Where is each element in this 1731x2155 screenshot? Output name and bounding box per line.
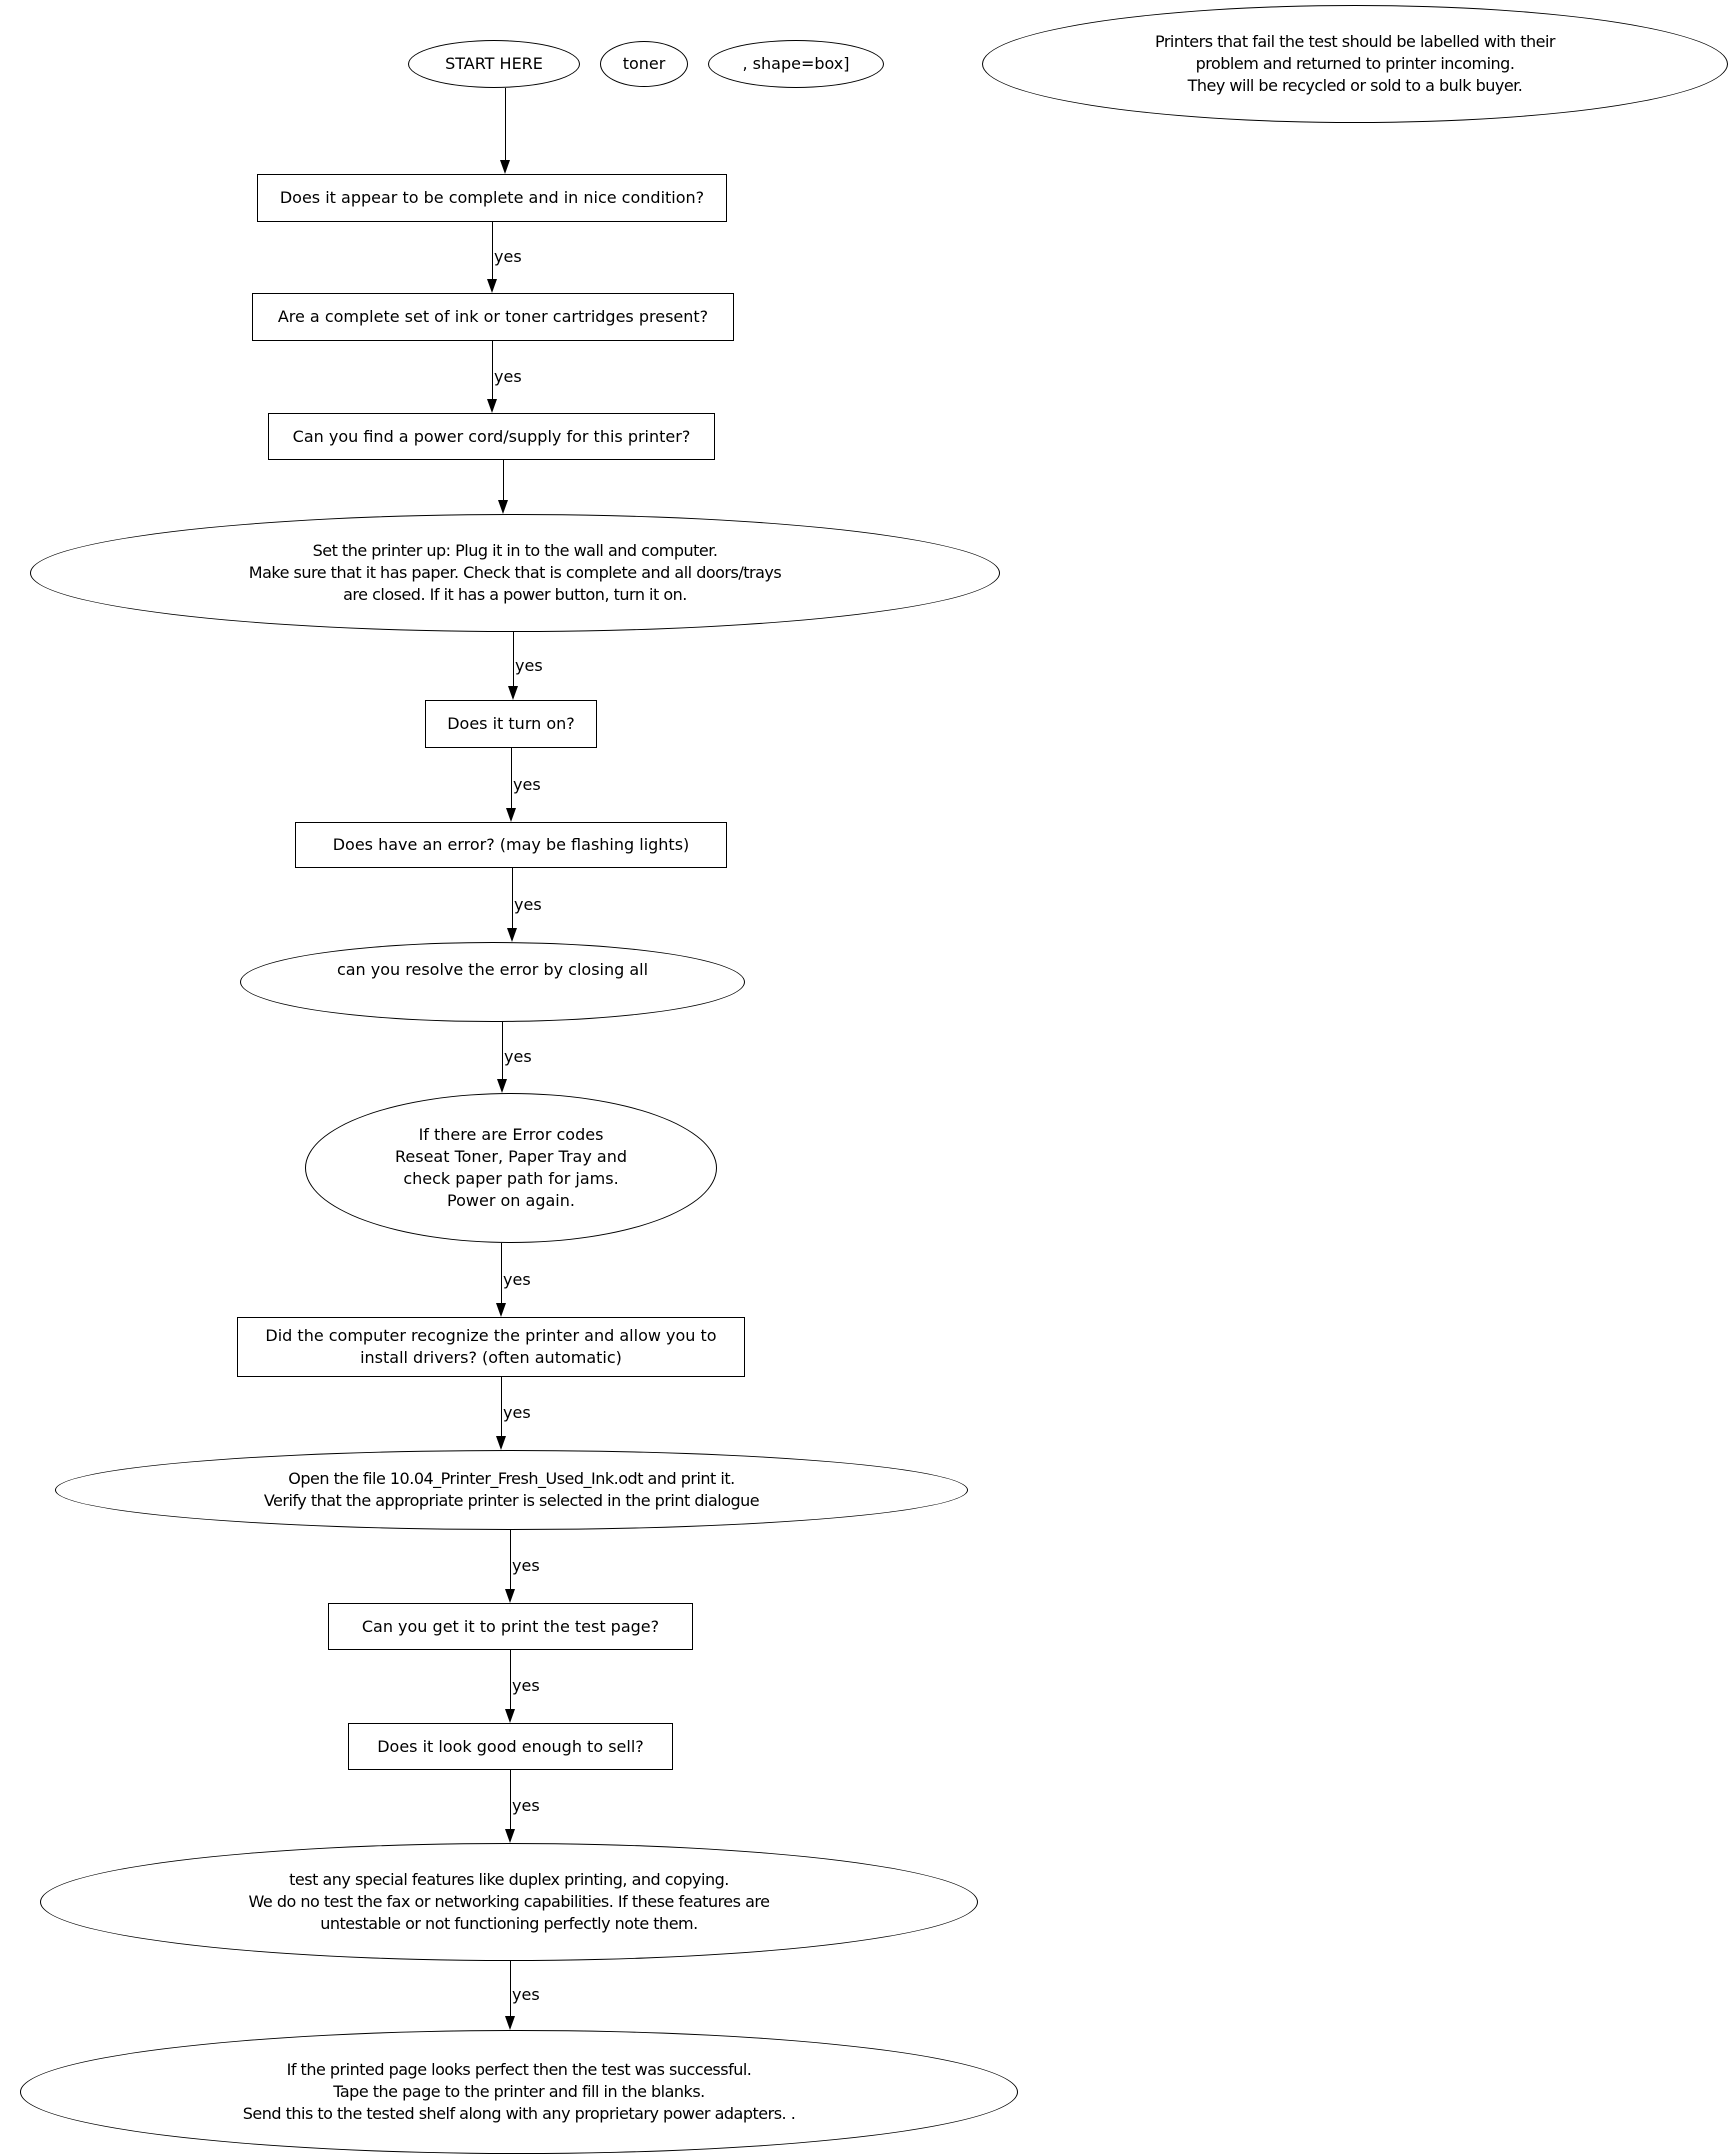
edge-complete-to-cartridges: [492, 222, 493, 279]
node-setup-instructions: Set the printer up: Plug it in to the wa…: [30, 514, 1000, 632]
arrowhead-icon: [505, 1589, 515, 1603]
edge-setup-to-turnon: [513, 632, 514, 686]
edge-openfile-to-testpage: [510, 1530, 511, 1589]
node-open-file-print: Open the file 10.04_Printer_Fresh_Used_I…: [55, 1450, 968, 1530]
node-q-complete-condition: Does it appear to be complete and in nic…: [257, 174, 727, 222]
edge-start-to-complete: [505, 88, 506, 160]
node-fail-note: Printers that fail the test should be la…: [982, 5, 1728, 123]
arrowhead-icon: [487, 399, 497, 413]
edge-sell-to-special: [510, 1770, 511, 1829]
edge-turnon-to-error: [511, 748, 512, 808]
arrowhead-icon: [508, 686, 518, 700]
arrowhead-icon: [505, 1709, 515, 1723]
edge-label-yes: yes: [504, 1047, 532, 1066]
arrowhead-icon: [505, 1829, 515, 1843]
node-q-test-page: Can you get it to print the test page?: [328, 1603, 693, 1650]
edge-label-yes: yes: [503, 1270, 531, 1289]
node-toner: toner: [600, 41, 688, 87]
edge-label-yes: yes: [514, 895, 542, 914]
node-error-codes: If there are Error codes Reseat Toner, P…: [305, 1093, 717, 1243]
node-q-error: Does have an error? (may be flashing lig…: [295, 822, 727, 868]
edge-cartridges-to-power: [492, 341, 493, 399]
edge-label-yes: yes: [503, 1403, 531, 1422]
arrowhead-icon: [500, 160, 510, 174]
arrowhead-icon: [498, 500, 508, 514]
edge-errorcodes-to-recognize: [501, 1243, 502, 1303]
node-q-power-cord: Can you find a power cord/supply for thi…: [268, 413, 715, 460]
edge-recognize-to-openfile: [501, 1377, 502, 1436]
arrowhead-icon: [507, 928, 517, 942]
edge-label-yes: yes: [513, 775, 541, 794]
edge-special-to-success: [510, 1961, 511, 2016]
edge-label-yes: yes: [494, 247, 522, 266]
node-q-recognize-drivers: Did the computer recognize the printer a…: [237, 1317, 745, 1377]
node-q-turn-on: Does it turn on?: [425, 700, 597, 748]
node-special-features: test any special features like duplex pr…: [40, 1843, 978, 1961]
edge-error-to-resolve: [512, 868, 513, 928]
edge-label-yes: yes: [494, 367, 522, 386]
edge-label-yes: yes: [512, 1985, 540, 2004]
arrowhead-icon: [496, 1303, 506, 1317]
arrowhead-icon: [505, 2016, 515, 2030]
arrowhead-icon: [496, 1436, 506, 1450]
edge-resolve-to-errorcodes: [502, 1022, 503, 1079]
edge-testpage-to-sell: [510, 1650, 511, 1709]
node-q-sell: Does it look good enough to sell?: [348, 1723, 673, 1770]
arrowhead-icon: [497, 1079, 507, 1093]
arrowhead-icon: [506, 808, 516, 822]
edge-label-yes: yes: [512, 1556, 540, 1575]
edge-label-yes: yes: [512, 1676, 540, 1695]
edge-label-yes: yes: [515, 656, 543, 675]
edge-label-yes: yes: [512, 1796, 540, 1815]
node-shape-box: , shape=box]: [708, 40, 884, 88]
node-resolve-error: can you resolve the error by closing all: [240, 942, 745, 1022]
edge-power-to-setup: [503, 460, 504, 500]
arrowhead-icon: [487, 279, 497, 293]
node-q-cartridges-present: Are a complete set of ink or toner cartr…: [252, 293, 734, 341]
node-success-instructions: If the printed page looks perfect then t…: [20, 2030, 1018, 2154]
node-start-here: START HERE: [408, 40, 580, 88]
